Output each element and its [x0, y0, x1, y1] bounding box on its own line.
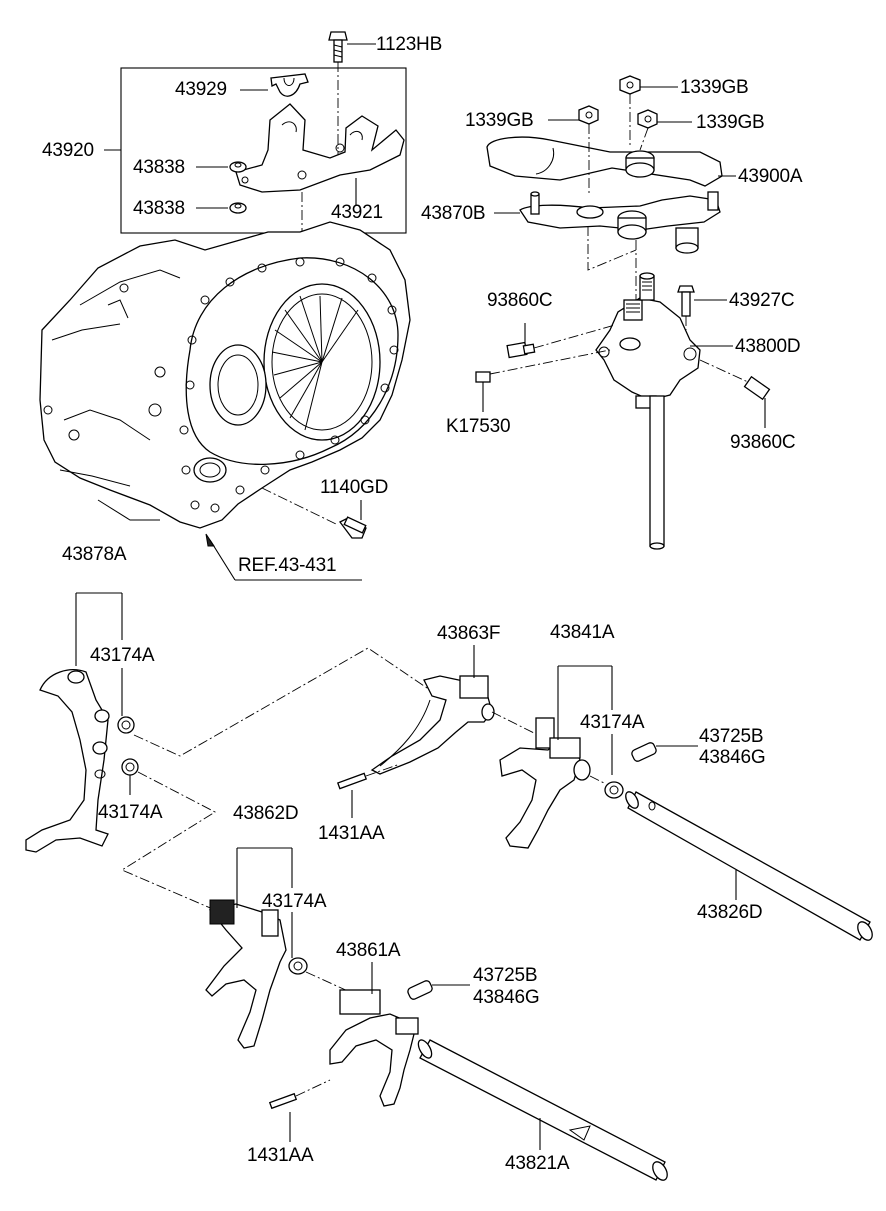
- bolt-43927c: [677, 285, 727, 330]
- label-43861a: 43861A: [336, 940, 401, 961]
- label-43929: 43929: [175, 79, 227, 100]
- label-43826d: 43826D: [697, 902, 763, 923]
- label-43921: 43921: [331, 202, 383, 223]
- shift-lever-assembly: [475, 75, 771, 550]
- label-ref-43-431: REF.43-431: [238, 555, 337, 576]
- switch-93860c-right: [699, 359, 771, 428]
- plug-k17530: [475, 349, 611, 412]
- label-43800d: 43800D: [735, 336, 801, 357]
- label-1431aa-upper: 1431AA: [318, 823, 385, 844]
- label-43174a-4: 43174A: [262, 891, 327, 912]
- pin-1431aa-a: [336, 763, 401, 818]
- label-43920: 43920: [42, 140, 94, 161]
- label-43870b: 43870B: [421, 203, 486, 224]
- detent-43725b-upper: [631, 742, 698, 762]
- label-43821a: 43821A: [505, 1153, 570, 1174]
- label-43725b-lower: 43725B: [473, 965, 538, 986]
- label-43174a-3: 43174A: [580, 712, 645, 733]
- bushing-43174a-d: [288, 957, 351, 993]
- bolt-1123hb: [328, 31, 376, 63]
- label-43841a: 43841A: [550, 622, 615, 643]
- pin-1431aa-b: [268, 1079, 331, 1142]
- shift-fork-43878a: [25, 592, 123, 853]
- label-43927c: 43927C: [729, 290, 795, 311]
- transmission-case: [39, 221, 411, 529]
- label-k17530: K17530: [446, 416, 511, 437]
- label-1431aa-lower: 1431AA: [247, 1145, 314, 1166]
- detent-43725b-lower: [407, 980, 470, 1000]
- bracket-assembly-box: [104, 31, 407, 234]
- shift-fork-43861a: [329, 962, 419, 1107]
- label-43878a: 43878A: [62, 544, 127, 565]
- bolt-1140gd: [261, 487, 367, 539]
- washer-43838-b: [196, 202, 247, 214]
- label-43862d: 43862D: [233, 803, 299, 824]
- label-1140gd: 1140GD: [320, 477, 389, 498]
- washer-43838-a: [196, 161, 247, 173]
- bushing-43174a-b: [121, 758, 139, 795]
- label-43838-lower: 43838: [133, 198, 185, 219]
- rod-43826d: [625, 791, 873, 941]
- label-1339gb-right: 1339GB: [696, 112, 765, 133]
- label-43838-upper: 43838: [133, 157, 185, 178]
- label-43900a: 43900A: [738, 166, 803, 187]
- label-43863f: 43863F: [437, 623, 501, 644]
- shift-fork-43863f: [370, 645, 541, 775]
- nut-1339gb-c: [637, 109, 692, 151]
- nut-1339gb-b: [548, 105, 599, 195]
- rod-43821a: [417, 1039, 668, 1181]
- shift-fork-43862d: [205, 847, 293, 1049]
- label-93860c-right: 93860C: [730, 432, 796, 453]
- switch-93860c-left: [506, 323, 616, 359]
- label-43174a-2: 43174A: [98, 802, 163, 823]
- label-43846g-upper: 43846G: [699, 747, 766, 768]
- label-1339gb-top: 1339GB: [680, 77, 749, 98]
- clip-43929: [240, 73, 309, 97]
- label-43174a-1: 43174A: [90, 645, 155, 666]
- shift-fork-43841a: [499, 665, 613, 849]
- bracket-43921: [235, 103, 405, 205]
- label-43846g-lower: 43846G: [473, 987, 540, 1008]
- label-43725b-upper: 43725B: [699, 726, 764, 747]
- nut-1339gb-a: [619, 75, 678, 148]
- label-1123hb: 1123HB: [376, 34, 443, 55]
- label-1339gb-left: 1339GB: [465, 110, 534, 131]
- ref-leader: [205, 533, 362, 581]
- bushing-43174a-c: [604, 781, 624, 799]
- bushing-43174a-a: [117, 716, 135, 734]
- label-93860c-left: 93860C: [487, 290, 553, 311]
